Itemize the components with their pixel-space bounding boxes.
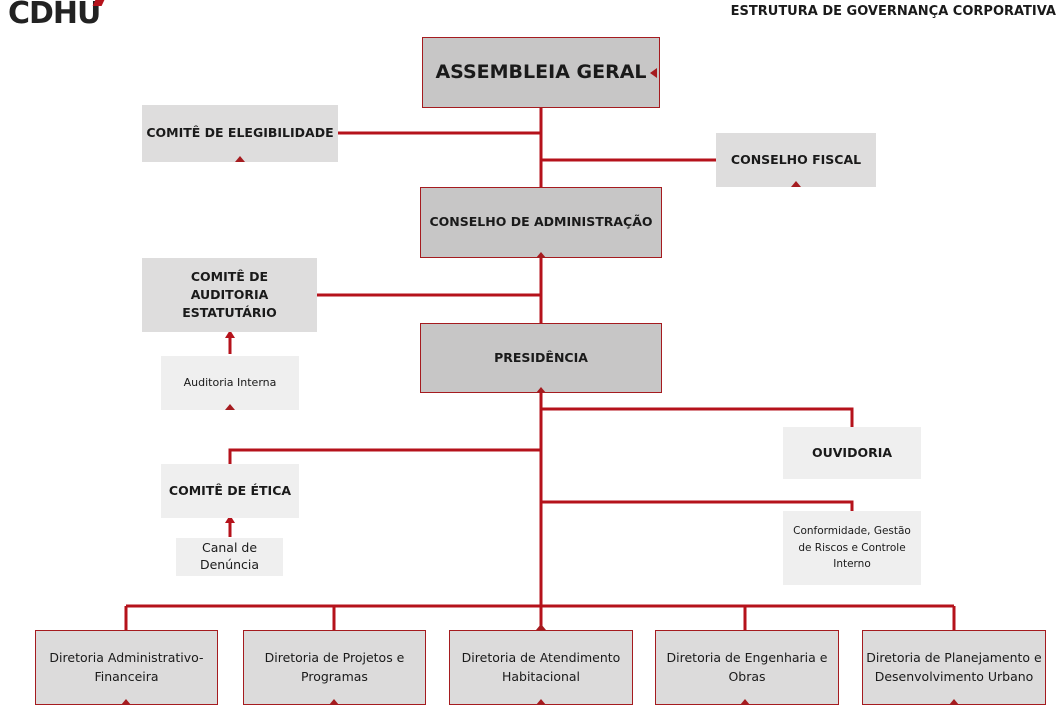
caret-up-icon [235, 156, 245, 162]
ouvidoria-label: OUVIDORIA [811, 444, 893, 460]
comite-auditoria-label: COMITÊ DE AUDITORIA ESTATUTÁRIO [182, 268, 277, 321]
directorate-box-5: Diretoria de Planejamento e Desenvolvime… [862, 630, 1046, 705]
caret-up-icon [536, 624, 546, 630]
cdhu-logo: CDHU [8, 0, 105, 31]
conformidade-label: Conformidade, Gestão de Riscos e Control… [793, 524, 911, 571]
directorate-box-2: Diretoria de Projetos e Programas [243, 630, 426, 705]
comite-elegibilidade-label: COMITÊ DE ELEGIBILIDADE [146, 125, 334, 141]
caret-up-icon [536, 699, 546, 705]
caret-up-icon [791, 181, 801, 187]
conselho-administracao-label: CONSELHO DE ADMINISTRAÇÃO [429, 214, 653, 230]
comite-auditoria-box: COMITÊ DE AUDITORIA ESTATUTÁRIO [142, 258, 317, 332]
logo-text: CDHU [8, 0, 101, 31]
directorate-label: Diretoria de Planejamento e Desenvolvime… [866, 650, 1042, 684]
presidencia-box: PRESIDÊNCIA [420, 323, 662, 393]
comite-etica-box: COMITÊ DE ÉTICA [161, 464, 299, 518]
directorate-box-4: Diretoria de Engenharia e Obras [655, 630, 839, 705]
assembleia-geral-box: ASSEMBLEIA GERAL [422, 37, 660, 108]
directorate-label: Diretoria de Engenharia e Obras [666, 650, 828, 684]
ouvidoria-box: OUVIDORIA [783, 427, 921, 479]
directorate-label: Diretoria de Projetos e Programas [264, 650, 405, 684]
canal-denuncia-box: Canal de Denúncia [176, 538, 283, 576]
conselho-fiscal-box: CONSELHO FISCAL [716, 133, 876, 187]
caret-up-icon [536, 252, 546, 258]
connector-comite-etica [228, 448, 541, 464]
auditoria-interna-box: Auditoria Interna [161, 356, 299, 410]
comite-elegibilidade-box: COMITÊ DE ELEGIBILIDADE [142, 105, 338, 162]
assembleia-geral-label: ASSEMBLEIA GERAL [435, 60, 647, 83]
connector-ouvidoria [541, 407, 854, 428]
canal-denuncia-label: Canal de Denúncia [199, 540, 260, 572]
comite-etica-label: COMITÊ DE ÉTICA [168, 482, 292, 498]
caret-up-icon [121, 699, 131, 705]
conformidade-box: Conformidade, Gestão de Riscos e Control… [783, 511, 921, 585]
caret-up-icon [740, 699, 750, 705]
directorate-label: Diretoria Administrativo-Financeira [49, 650, 204, 684]
directorate-box-1: Diretoria Administrativo-Financeira [35, 630, 218, 705]
caret-up-icon [949, 699, 959, 705]
page-title: ESTRUTURA DE GOVERNANÇA CORPORATIVA [730, 4, 1056, 19]
conselho-administracao-box: CONSELHO DE ADMINISTRAÇÃO [420, 187, 662, 258]
connector-conformidade [541, 500, 854, 512]
directorate-box-3: Diretoria de Atendimento Habitacional [449, 630, 633, 705]
auditoria-interna-label: Auditoria Interna [183, 376, 277, 390]
caret-up-icon [329, 699, 339, 705]
caret-up-icon [225, 404, 235, 410]
arrow-up-auditoria-icon [225, 330, 235, 338]
directorate-label: Diretoria de Atendimento Habitacional [461, 650, 621, 684]
caret-left-icon [650, 68, 657, 78]
conselho-fiscal-label: CONSELHO FISCAL [730, 151, 862, 167]
caret-up-icon [536, 387, 546, 393]
arrow-up-etica-icon [225, 515, 235, 523]
presidencia-label: PRESIDÊNCIA [494, 349, 588, 365]
